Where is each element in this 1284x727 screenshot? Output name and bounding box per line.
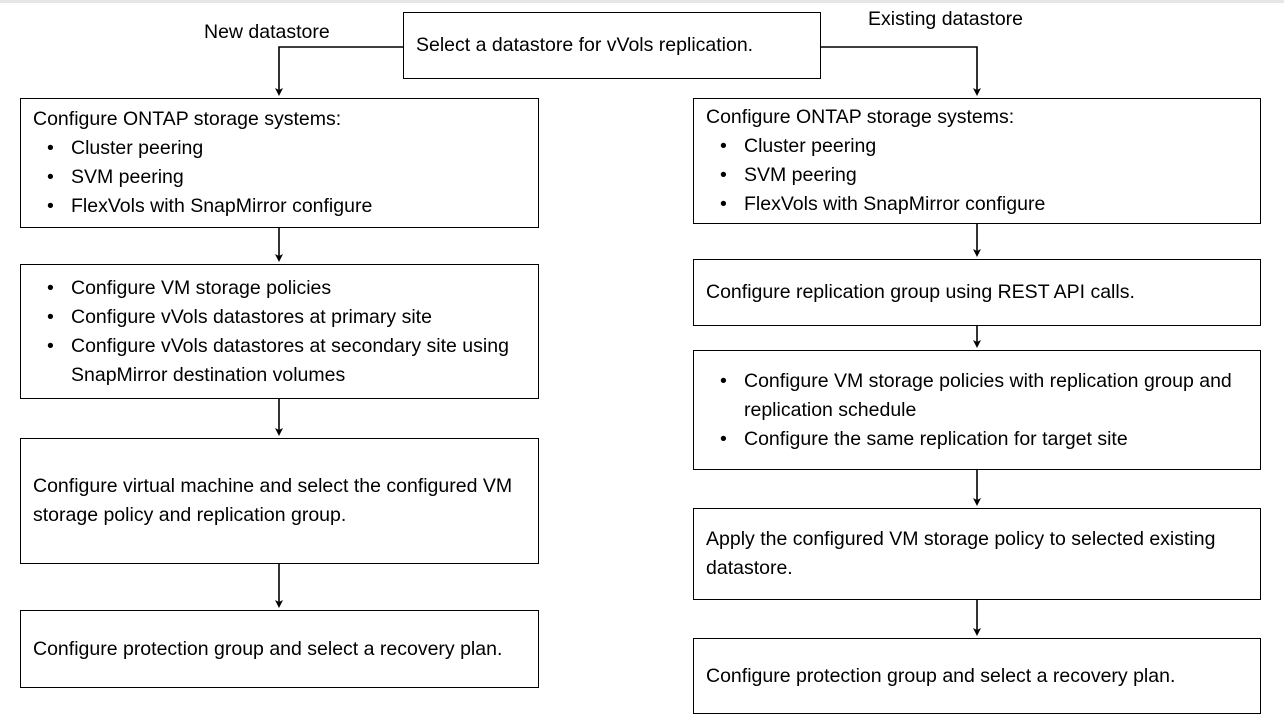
node-right-protection-group-text: Configure protection group and select a …: [706, 664, 1176, 687]
node-select-datastore[interactable]: Select a datastore for vVols replication…: [403, 12, 821, 79]
node-right-apply-policy[interactable]: Apply the configured VM storage policy t…: [693, 508, 1261, 600]
top-divider: [0, 0, 1284, 3]
connector-decision-to-left: [275, 46, 403, 96]
node-right-apply-policy-text: Apply the configured VM storage policy t…: [706, 528, 1216, 579]
node-left-configure-ontap[interactable]: Configure ONTAP storage systems: Cluster…: [20, 98, 539, 228]
list-item: Configure vVols datastores at primary si…: [21, 303, 538, 332]
branch-label-new-datastore: New datastore: [204, 21, 330, 43]
node-right-configure-ontap-heading: Configure ONTAP storage systems:: [706, 106, 1015, 128]
node-left-protection-group-text: Configure protection group and select a …: [33, 637, 503, 660]
node-left-configure-vm-text: Configure virtual machine and select the…: [33, 475, 513, 526]
list-item: Configure VM storage policies: [21, 274, 538, 303]
node-left-configure-vm[interactable]: Configure virtual machine and select the…: [20, 438, 539, 564]
node-left-vm-policies[interactable]: Configure VM storage policies Configure …: [20, 264, 539, 399]
node-right-protection-group[interactable]: Configure protection group and select a …: [693, 638, 1261, 714]
list-item: Configure the same replication for targe…: [694, 425, 1260, 454]
list-item: Configure vVols datastores at secondary …: [21, 332, 538, 390]
node-left-protection-group[interactable]: Configure protection group and select a …: [20, 610, 539, 688]
node-right-replication-group[interactable]: Configure replication group using REST A…: [693, 259, 1261, 326]
list-item: FlexVols with SnapMirror configure: [694, 190, 1260, 219]
node-right-vm-policies-bullets: Configure VM storage policies with repli…: [694, 367, 1260, 454]
list-item: Cluster peering: [21, 134, 538, 163]
node-left-vm-policies-bullets: Configure VM storage policies Configure …: [21, 274, 538, 390]
connector-decision-to-right: [821, 46, 981, 96]
list-item: SVM peering: [21, 163, 538, 192]
list-item: Configure VM storage policies with repli…: [694, 367, 1260, 425]
node-left-configure-ontap-heading: Configure ONTAP storage systems:: [33, 108, 342, 130]
node-right-configure-ontap-bullets: Cluster peering SVM peering FlexVols wit…: [694, 132, 1260, 219]
branch-label-existing-datastore: Existing datastore: [868, 8, 1024, 30]
node-select-datastore-text: Select a datastore for vVols replication…: [416, 34, 754, 56]
node-left-configure-ontap-bullets: Cluster peering SVM peering FlexVols wit…: [21, 134, 538, 221]
node-right-vm-policies[interactable]: Configure VM storage policies with repli…: [693, 350, 1261, 470]
node-right-replication-group-text: Configure replication group using REST A…: [706, 281, 1135, 303]
list-item: SVM peering: [694, 161, 1260, 190]
list-item: Cluster peering: [694, 132, 1260, 161]
list-item: FlexVols with SnapMirror configure: [21, 192, 538, 221]
node-right-configure-ontap[interactable]: Configure ONTAP storage systems: Cluster…: [693, 98, 1261, 224]
